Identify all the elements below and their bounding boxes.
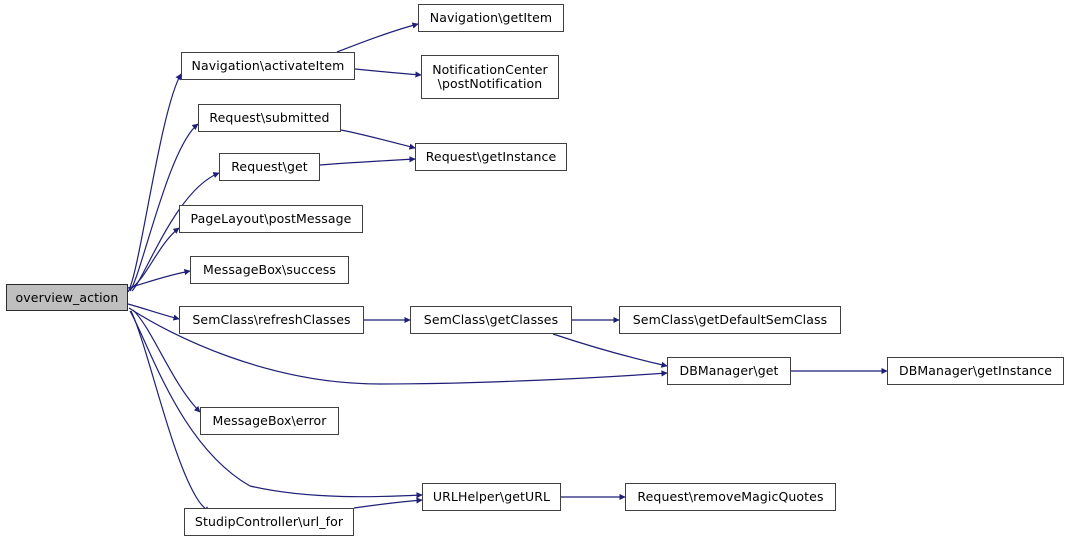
graph-node-notificationcenter[interactable]: NotificationCenter \postNotification xyxy=(421,55,559,99)
edge-request_submitted-to-request_getinstance xyxy=(340,129,416,150)
graph-node-request_getinstance[interactable]: Request\getInstance xyxy=(415,143,567,171)
edge-overview_action-to-urlhelper_geturl xyxy=(129,310,423,499)
graph-node-semclass_getclasses[interactable]: SemClass\getClasses xyxy=(410,306,572,334)
edge-nav_activateitem-to-nav_getitem xyxy=(336,22,419,53)
graph-node-dbmanager_get[interactable]: DBManager\get xyxy=(667,357,791,385)
edge-request_get-to-request_getinstance xyxy=(319,156,416,166)
graph-node-messagebox_error[interactable]: MessageBox\error xyxy=(200,407,339,435)
edge-nav_activateitem-to-notificationcenter xyxy=(354,68,422,78)
edge-semclass_getclasses-to-dbmanager_get xyxy=(552,333,668,368)
graph-node-messagebox_success[interactable]: MessageBox\success xyxy=(190,256,349,284)
graph-node-request_removemagic[interactable]: Request\removeMagicQuotes xyxy=(625,483,836,511)
graph-node-request_submitted[interactable]: Request\submitted xyxy=(198,104,341,132)
edge-overview_action-to-studip_url_for xyxy=(130,310,211,513)
graph-node-overview_action[interactable]: overview_action xyxy=(6,284,128,311)
edge-studip_url_for-to-urlhelper_geturl xyxy=(353,497,423,509)
graph-node-request_get[interactable]: Request\get xyxy=(219,153,320,181)
edge-overview_action-to-semclass_refresh xyxy=(127,303,180,321)
graph-node-nav_activateitem[interactable]: Navigation\activateItem xyxy=(181,52,355,80)
edge-overview_action-to-messagebox_success xyxy=(127,268,191,289)
graph-node-dbmanager_instance[interactable]: DBManager\getInstance xyxy=(887,357,1064,385)
graph-node-pagelayout_post[interactable]: PageLayout\postMessage xyxy=(179,205,363,233)
graph-node-semclass_default[interactable]: SemClass\getDefaultSemClass xyxy=(619,306,841,334)
graph-node-nav_getitem[interactable]: Navigation\getItem xyxy=(418,4,564,32)
graph-node-semclass_refresh[interactable]: SemClass\refreshClasses xyxy=(179,306,364,334)
graph-node-studip_url_for[interactable]: StudipController\url_for xyxy=(184,508,354,536)
edge-overview_action-to-pagelayout_post xyxy=(128,227,180,291)
edge-overview_action-to-nav_activateitem xyxy=(127,73,182,293)
graph-node-urlhelper_geturl[interactable]: URLHelper\getURL xyxy=(422,483,561,511)
